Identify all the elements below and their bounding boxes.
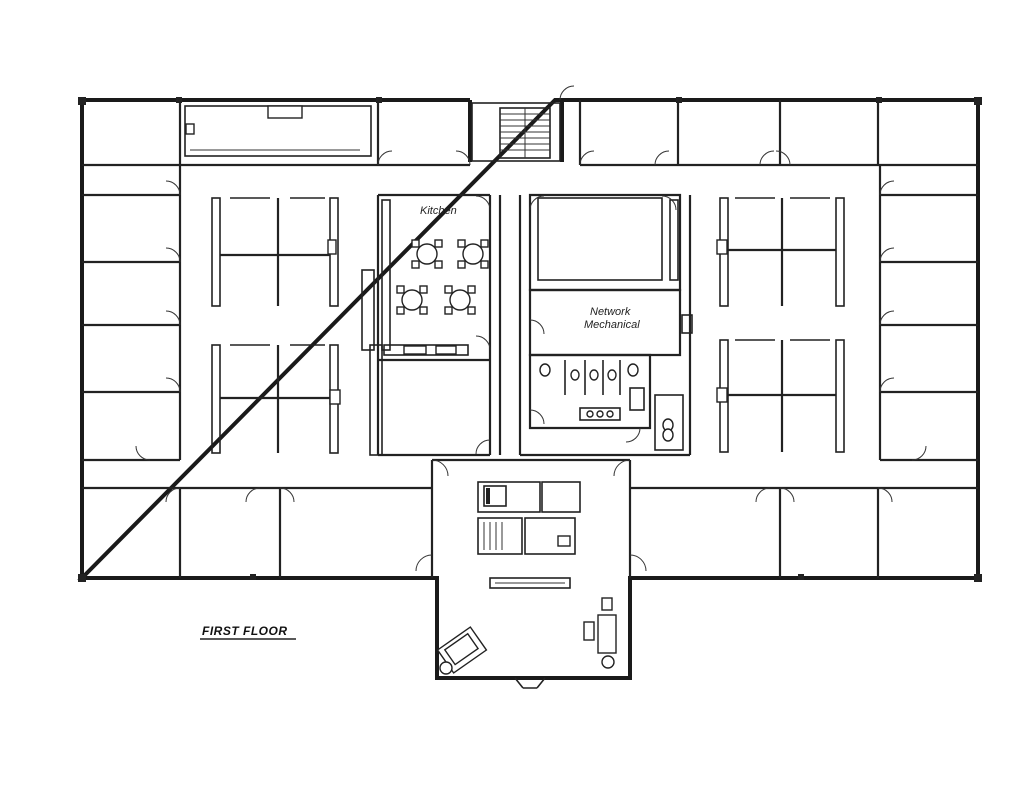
workstations-left-upper <box>211 197 339 307</box>
right-offices <box>878 165 978 462</box>
workstations-right-lower <box>716 339 845 453</box>
workstations-left-lower <box>211 344 341 454</box>
central-core-walls <box>498 195 692 457</box>
drawing-title: FIRST FLOOR <box>200 624 296 640</box>
left-offices <box>82 165 182 462</box>
restrooms <box>528 353 684 451</box>
exterior-walls <box>77 98 980 680</box>
kitchen-label: Kitchen <box>420 205 457 217</box>
network-mechanical-room: Network Mechanical <box>528 288 693 357</box>
lobby <box>431 458 631 689</box>
workstations-right-upper <box>716 197 845 307</box>
bottom-offices <box>82 460 978 578</box>
floor-title: FIRST FLOOR <box>202 624 288 638</box>
kitchen-table-2 <box>457 239 489 269</box>
stair-north <box>499 107 551 159</box>
network-label: Network <box>590 306 631 318</box>
kitchen-room: Kitchen <box>361 193 492 457</box>
conference-room <box>528 193 682 292</box>
top-offices <box>82 85 978 167</box>
mechanical-label: Mechanical <box>584 319 640 331</box>
wall-columns <box>78 97 982 582</box>
kitchen-table-3 <box>396 285 428 315</box>
kitchen-table-1 <box>411 239 443 269</box>
kitchen-table-4 <box>444 285 476 315</box>
